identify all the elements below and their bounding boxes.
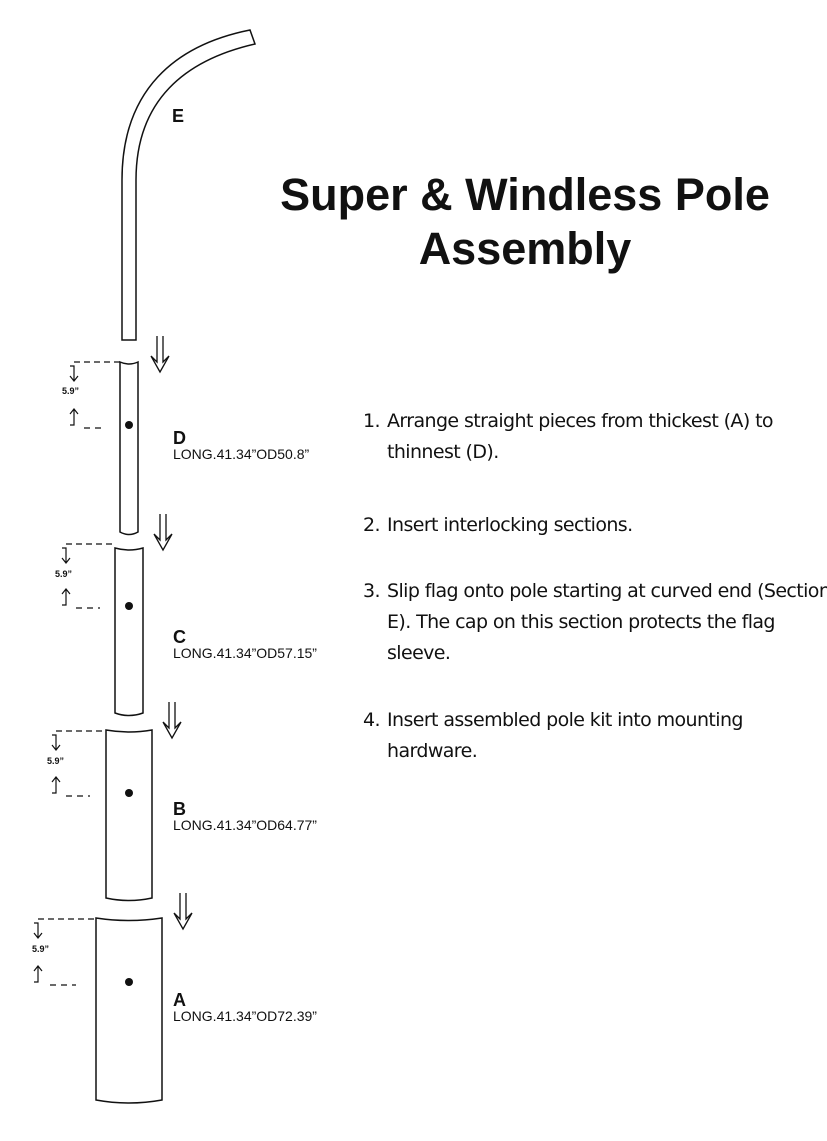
arrow-down-icon — [153, 514, 173, 552]
pin-dot-d — [125, 421, 133, 429]
step-text: Insert interlocking sections. — [387, 514, 633, 536]
pole-section-d — [119, 360, 139, 536]
section-label-a: A LONG.41.34”OD72.39” — [173, 990, 317, 1024]
pole-section-a — [95, 917, 163, 1104]
instruction-step-4: 4. Insert assembled pole kit into mountin… — [363, 705, 827, 767]
pole-section-e — [121, 29, 256, 341]
pin-dot-c — [125, 602, 133, 610]
arrow-down-icon — [173, 893, 193, 931]
overlap-label-d: 5.9” — [62, 386, 80, 396]
instruction-step-1: 1. Arrange straight pieces from thickest … — [363, 406, 827, 468]
section-letter: B — [173, 799, 186, 819]
section-spec: LONG.41.34”OD72.39” — [173, 1008, 317, 1024]
step-number: 4. — [363, 709, 381, 731]
instruction-step-3: 3. Slip flag onto pole starting at curved… — [363, 576, 827, 669]
pole-section-c — [114, 547, 144, 717]
section-letter: C — [173, 627, 186, 647]
dimension-marker-a — [33, 918, 96, 986]
title-line-1: Super & Windless Pole — [280, 169, 770, 220]
section-label-d: D LONG.41.34”OD50.8” — [173, 428, 310, 462]
arrow-down-icon — [150, 336, 170, 374]
section-letter: E — [172, 106, 185, 126]
dimension-marker-d — [69, 361, 120, 429]
arrow-down-icon — [162, 702, 182, 740]
overlap-label-b: 5.9” — [47, 756, 65, 766]
section-label-c: C LONG.41.34”OD57.15” — [173, 627, 317, 661]
page-title: Super & Windless Pole Assembly — [240, 168, 810, 276]
section-label-e: E — [172, 106, 185, 126]
dimension-marker-b — [51, 730, 106, 797]
section-spec: LONG.41.34”OD50.8” — [173, 446, 310, 462]
section-spec: LONG.41.34”OD57.15” — [173, 645, 317, 661]
section-letter: A — [173, 990, 186, 1010]
section-spec: LONG.41.34”OD64.77” — [173, 817, 317, 833]
step-number: 2. — [363, 514, 381, 536]
step-number: 1. — [363, 410, 381, 432]
instruction-step-2: 2. Insert interlocking sections. — [363, 510, 827, 541]
step-text: Slip flag onto pole starting at curved e… — [387, 580, 827, 664]
pole-section-b — [105, 729, 153, 902]
section-label-b: B LONG.41.34”OD64.77” — [173, 799, 317, 833]
step-number: 3. — [363, 580, 381, 602]
dimension-marker-c — [61, 543, 115, 609]
overlap-label-c: 5.9” — [55, 569, 73, 579]
section-letter: D — [173, 428, 186, 448]
step-text: Arrange straight pieces from thickest (A… — [387, 410, 774, 463]
step-text: Insert assembled pole kit into mounting … — [387, 709, 743, 762]
pin-dot-a — [125, 978, 133, 986]
title-line-2: Assembly — [418, 223, 632, 274]
pin-dot-b — [125, 789, 133, 797]
overlap-label-a: 5.9” — [32, 944, 50, 954]
